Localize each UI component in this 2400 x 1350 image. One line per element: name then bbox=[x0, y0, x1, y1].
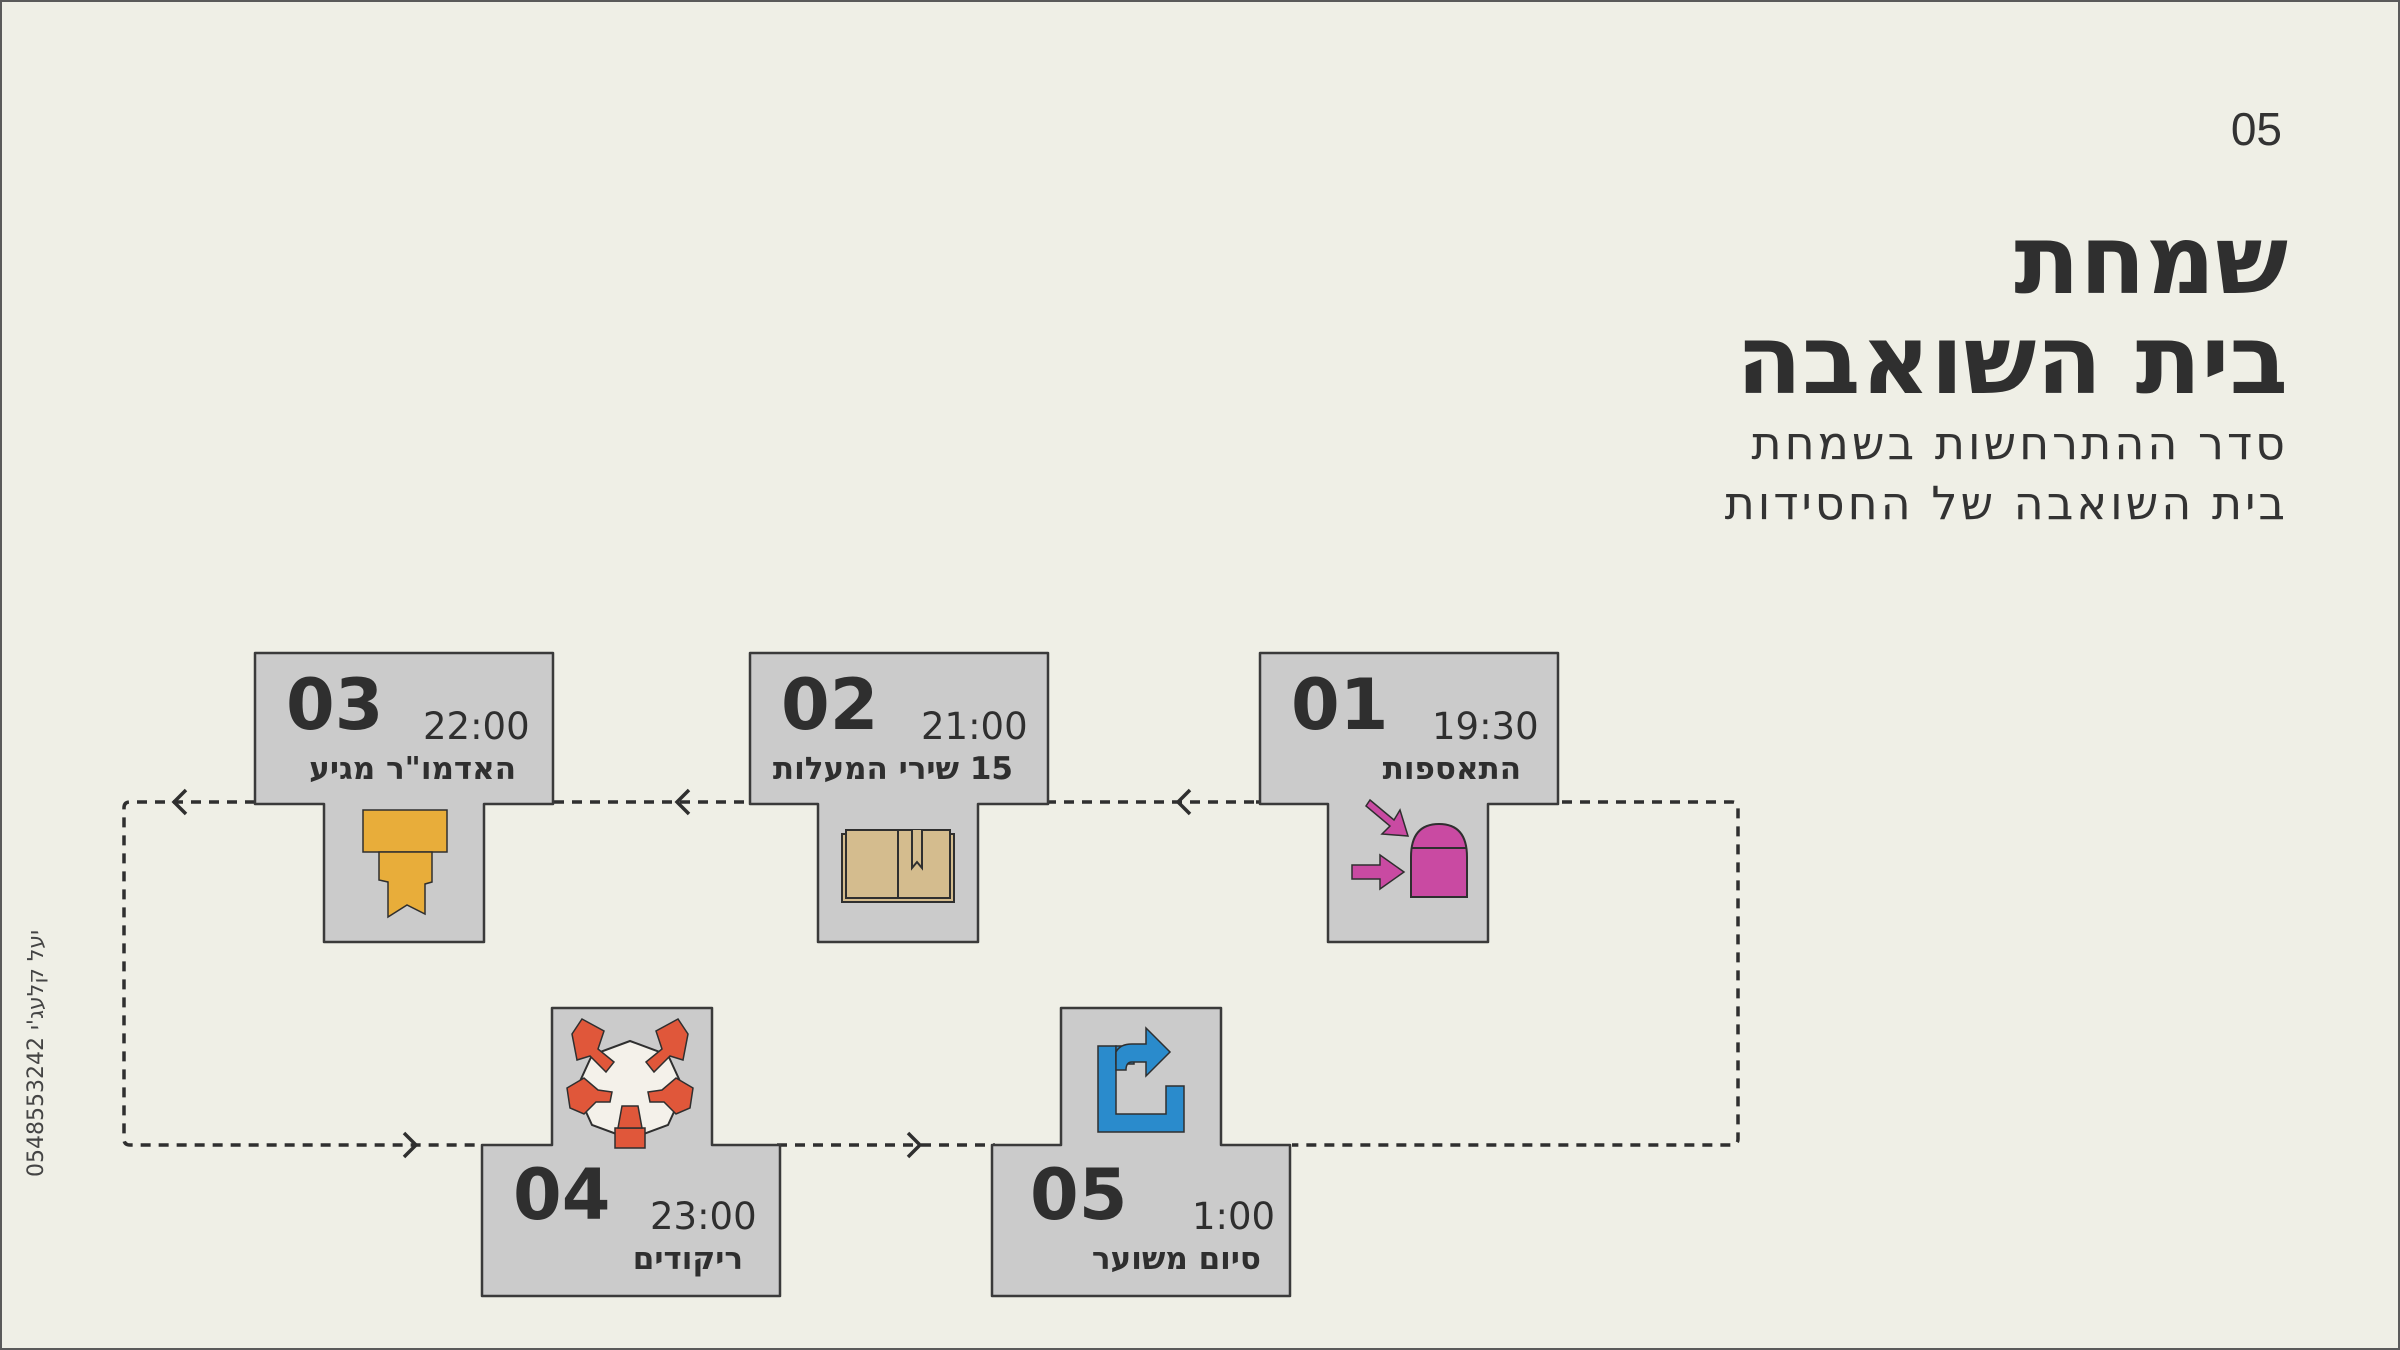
step-time-01: 19:30 bbox=[1432, 705, 1539, 748]
step-name-04: ריקודים bbox=[632, 1241, 743, 1277]
step-number-04: 04 bbox=[513, 1154, 611, 1236]
arrow-right-icon bbox=[906, 1131, 923, 1159]
step-name-05: סיום משוער bbox=[1091, 1241, 1261, 1277]
page-subtitle: סדר ההתרחשות בשמחת בית השואבה של החסידות bbox=[1725, 414, 2288, 534]
gathering-icon bbox=[1351, 798, 1468, 898]
return-icon bbox=[1097, 1026, 1185, 1133]
step-time-03: 22:00 bbox=[423, 705, 530, 748]
step-time-05: 1:00 bbox=[1192, 1195, 1276, 1238]
step-number-05: 05 bbox=[1030, 1154, 1128, 1236]
subtitle-line-2: בית השואבה של החסידות bbox=[1724, 475, 2288, 530]
title-line-2: בית השואבה bbox=[1736, 304, 2288, 416]
subtitle-line-1: סדר ההתרחשות בשמחת bbox=[1751, 416, 2288, 470]
flow-arrows bbox=[171, 788, 1192, 1159]
step-card-01 bbox=[1258, 651, 1560, 944]
step-name-01: התאספות bbox=[1382, 751, 1521, 787]
title-line-1: שמחת bbox=[2014, 204, 2288, 316]
step-card-05 bbox=[990, 1006, 1292, 1298]
step-card-03 bbox=[253, 651, 555, 944]
step-number-01: 01 bbox=[1291, 664, 1389, 746]
book-icon bbox=[841, 829, 955, 903]
arrow-left-icon bbox=[674, 788, 691, 816]
page-number: 05 bbox=[2230, 103, 2282, 155]
step-name-02: 15 שירי המעלות bbox=[772, 751, 1013, 787]
step-time-04: 23:00 bbox=[650, 1195, 757, 1238]
step-time-02: 21:00 bbox=[921, 705, 1028, 748]
arrow-left-icon bbox=[1175, 788, 1192, 816]
step-number-02: 02 bbox=[781, 664, 879, 746]
step-number-03: 03 bbox=[286, 664, 384, 746]
step-card-02 bbox=[748, 651, 1050, 944]
arrival-icon bbox=[362, 809, 448, 919]
page-title: שמחת בית השואבה bbox=[1736, 212, 2288, 412]
step-name-03: האדמו"ר מגיע bbox=[309, 751, 516, 787]
arrow-left-icon bbox=[171, 788, 188, 816]
dancing-icon bbox=[566, 1018, 694, 1149]
arrow-right-icon bbox=[402, 1131, 419, 1159]
step-card-04 bbox=[480, 1006, 782, 1298]
